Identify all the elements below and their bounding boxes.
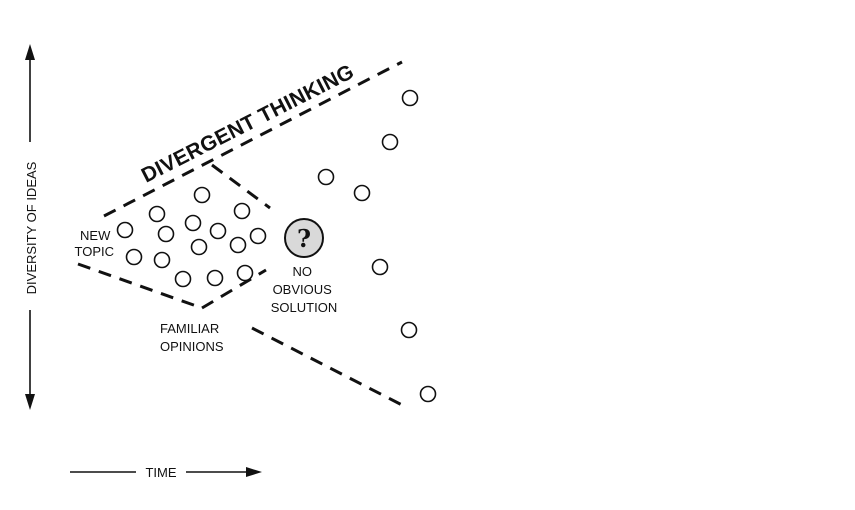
idea-circle-icon (317, 168, 335, 186)
idea-circle-icon (125, 248, 143, 266)
idea-circle-icon (190, 238, 208, 256)
idea-circle-icon (116, 221, 134, 239)
y-axis-arrow-down-icon (25, 394, 35, 410)
new-topic-label: NEW TOPIC (75, 228, 115, 259)
idea-circle-icon (209, 222, 227, 240)
idea-circle-icon (148, 205, 166, 223)
idea-circle-icon (174, 270, 192, 288)
question-mark: ? (297, 224, 311, 253)
idea-circle-icon (157, 225, 175, 243)
y-axis-arrow-up-icon (25, 44, 35, 60)
x-axis-label: TIME (145, 465, 176, 480)
no-obvious-solution-label: NO OBVIOUS SOLUTION (271, 264, 337, 315)
y-axis: DIVERSITY OF IDEAS (24, 44, 39, 410)
idea-circle-icon (153, 251, 171, 269)
question-circle-icon: ? (284, 218, 324, 258)
idea-circle-icon (371, 258, 389, 276)
x-axis: TIME (70, 465, 262, 480)
idea-circle-icon (236, 264, 254, 282)
idea-circle-icon (184, 214, 202, 232)
idea-circle-icon (229, 236, 247, 254)
idea-circle-icon (401, 89, 419, 107)
idea-circle-icon (419, 385, 437, 403)
familiar-ideas-cluster (116, 186, 267, 288)
divergent-cone-upper-boundary (103, 60, 403, 218)
familiar-zone-upper-right (211, 163, 271, 210)
diagram-title: DIVERGENT THINKING (138, 60, 358, 187)
idea-circle-icon (249, 227, 267, 245)
idea-circle-icon (233, 202, 251, 220)
familiar-opinions-label: FAMILIAR OPINIONS (160, 321, 224, 354)
divergent-ideas (317, 89, 437, 403)
familiar-zone-lower-right (201, 268, 267, 310)
idea-circle-icon (381, 133, 399, 151)
divergent-cone-lower-boundary (251, 326, 403, 407)
y-axis-label: DIVERSITY OF IDEAS (24, 161, 39, 294)
idea-circle-icon (206, 269, 224, 287)
idea-circle-icon (193, 186, 211, 204)
idea-circle-icon (353, 184, 371, 202)
idea-circle-icon (400, 321, 418, 339)
x-axis-arrow-right-icon (246, 467, 262, 477)
